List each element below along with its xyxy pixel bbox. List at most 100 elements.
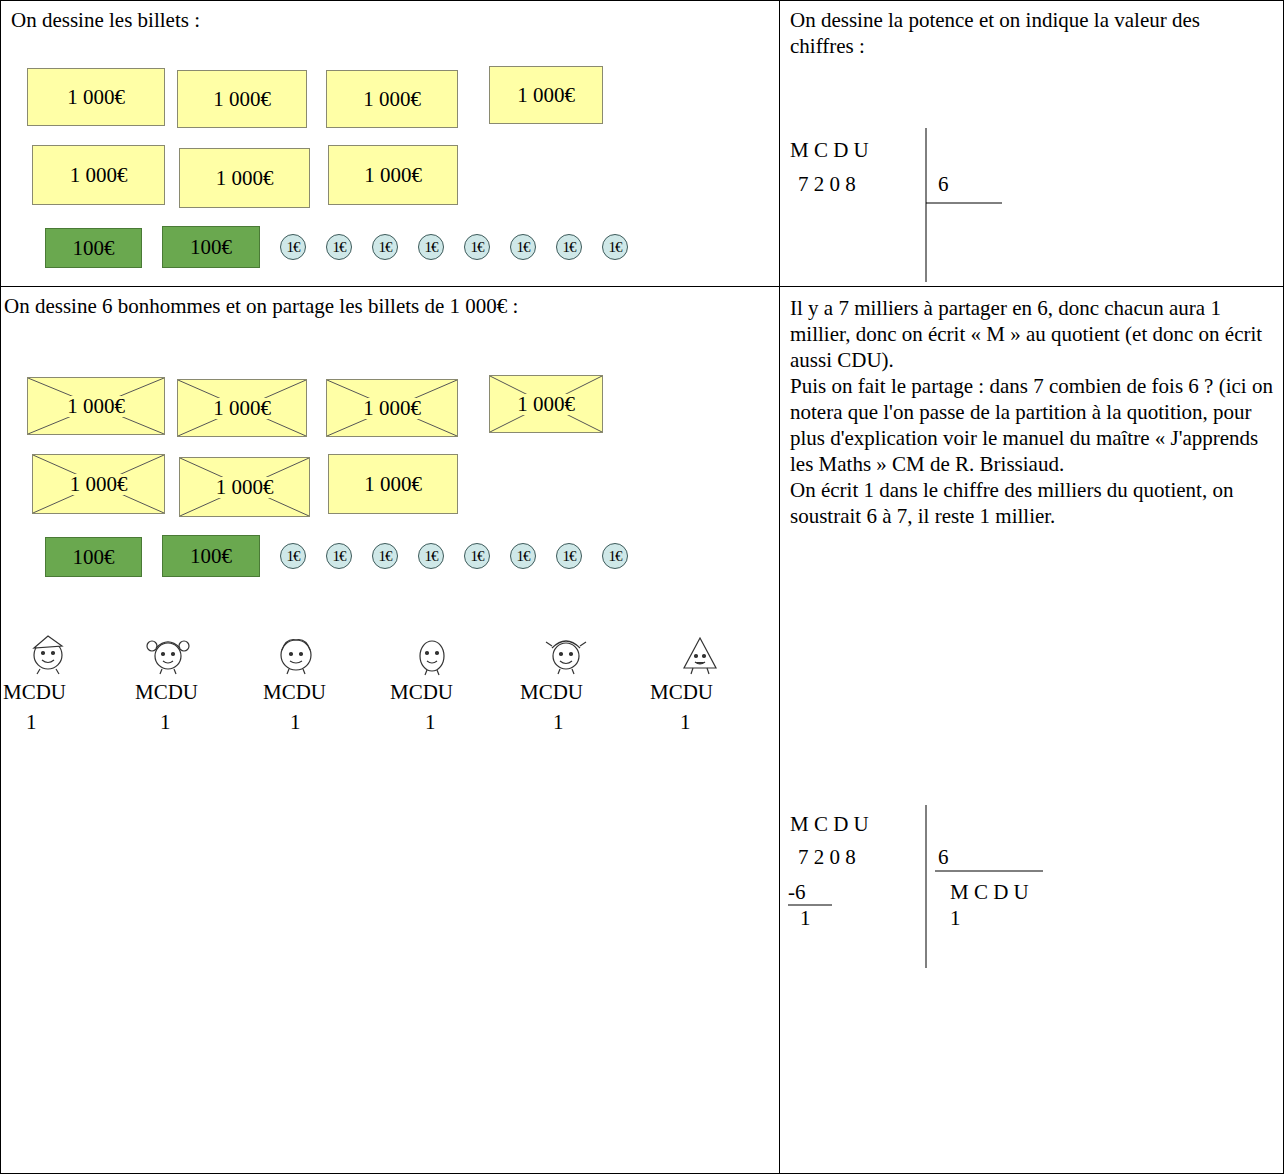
banknote-1000: 1 000€ — [326, 379, 458, 437]
coin: 1€ — [372, 234, 398, 260]
share-digit: 1 — [553, 710, 564, 734]
money-value: 1 000€ — [361, 89, 423, 110]
money-value: 1€ — [425, 240, 438, 255]
money-value: 1 000€ — [211, 398, 273, 419]
money-value: 100€ — [73, 547, 115, 568]
place-value-header: MCDU — [650, 680, 713, 704]
place-value-header: M C D U — [790, 812, 869, 836]
place-value-header: M C D U — [950, 880, 1029, 904]
banknote-100: 100€ — [45, 228, 142, 268]
cell-text-block: On dessine la potence et on indique la v… — [790, 7, 1260, 59]
money-value: 1€ — [425, 549, 438, 564]
money-value: 1€ — [333, 240, 346, 255]
banknote-1000: 1 000€ — [32, 145, 165, 205]
coin: 1€ — [280, 543, 306, 569]
share-digit: 1 — [26, 710, 37, 734]
banknote-1000: 1 000€ — [27, 377, 165, 435]
money-value: 100€ — [190, 237, 232, 258]
share-digit: 1 — [425, 710, 436, 734]
character-icon — [34, 636, 62, 674]
money-value: 1€ — [379, 240, 392, 255]
money-value: 1€ — [563, 549, 576, 564]
money-value: 1€ — [609, 240, 622, 255]
money-value: 1€ — [287, 240, 300, 255]
divisor: 6 — [938, 172, 949, 196]
cross-line — [180, 458, 309, 516]
money-value: 1 000€ — [65, 396, 127, 417]
coin: 1€ — [556, 234, 582, 260]
cross-line — [178, 380, 306, 436]
banknote-1000: 1 000€ — [32, 454, 165, 514]
money-value: 1 000€ — [68, 165, 130, 186]
banknote-1000: 1 000€ — [177, 70, 307, 128]
coin: 1€ — [418, 234, 444, 260]
money-value: 1€ — [517, 549, 530, 564]
coin: 1€ — [326, 543, 352, 569]
banknote-1000: 1 000€ — [489, 375, 603, 433]
quotient-digit: 1 — [950, 906, 961, 930]
cell-text-block: Il y a 7 milliers à partager en 6, donc … — [790, 295, 1278, 529]
place-value-header: MCDU — [263, 680, 326, 704]
cross-line — [490, 376, 602, 432]
coin: 1€ — [464, 234, 490, 260]
banknote-1000: 1 000€ — [27, 68, 165, 126]
place-value-header: MCDU — [390, 680, 453, 704]
money-value: 1€ — [563, 240, 576, 255]
divisor: 6 — [938, 845, 949, 869]
cross-line — [28, 378, 164, 434]
character-icon — [684, 638, 716, 674]
money-value: 100€ — [190, 546, 232, 567]
dividend: 7 2 0 8 — [798, 172, 856, 196]
banknote-1000: 1 000€ — [179, 148, 310, 208]
explanation-text: On dessine les billets : — [11, 7, 751, 33]
money-value: 1 000€ — [211, 89, 273, 110]
coin: 1€ — [326, 234, 352, 260]
money-value: 1 000€ — [214, 168, 276, 189]
money-value: 1 000€ — [214, 477, 276, 498]
money-value: 1 000€ — [361, 398, 423, 419]
money-value: 1 000€ — [65, 87, 127, 108]
table-cell: On dessine 6 bonhommes et on partage les… — [0, 286, 780, 1174]
money-value: 1€ — [517, 240, 530, 255]
money-value: 1€ — [609, 549, 622, 564]
cross-line — [33, 455, 164, 513]
coin: 1€ — [510, 543, 536, 569]
place-value-header: M C D U — [790, 138, 869, 162]
banknote-1000: 1 000€ — [326, 70, 458, 128]
money-value: 1 000€ — [68, 474, 130, 495]
explanation-text: Il y a 7 milliers à partager en 6, donc … — [790, 295, 1278, 373]
money-value: 1€ — [333, 549, 346, 564]
money-value: 1 000€ — [515, 85, 577, 106]
banknote-1000: 1 000€ — [328, 454, 458, 514]
money-value: 1€ — [471, 240, 484, 255]
cross-line — [28, 378, 164, 434]
banknote-1000: 1 000€ — [177, 379, 307, 437]
money-value: 1€ — [379, 549, 392, 564]
coin: 1€ — [510, 234, 536, 260]
character-icon — [147, 641, 189, 674]
banknote-1000: 1 000€ — [489, 66, 603, 124]
coin: 1€ — [602, 543, 628, 569]
money-value: 1€ — [287, 549, 300, 564]
banknote-100: 100€ — [162, 535, 260, 577]
character-icon — [546, 641, 586, 674]
money-value: 100€ — [73, 238, 115, 259]
share-digit: 1 — [160, 710, 171, 734]
subtraction: -6 — [788, 880, 806, 904]
cross-line — [180, 458, 309, 516]
coin: 1€ — [372, 543, 398, 569]
money-value: 1€ — [471, 549, 484, 564]
cross-line — [327, 380, 457, 436]
place-value-header: MCDU — [135, 680, 198, 704]
place-value-header: MCDU — [3, 680, 66, 704]
cross-line — [33, 455, 164, 513]
explanation-text: On écrit 1 dans le chiffre des milliers … — [790, 477, 1278, 529]
banknote-1000: 1 000€ — [179, 457, 310, 517]
character-icon — [281, 640, 311, 674]
remainder: 1 — [800, 906, 811, 930]
cross-line — [327, 380, 457, 436]
place-value-header: MCDU — [520, 680, 583, 704]
division-gallows — [788, 805, 1043, 968]
table-cell: On dessine les billets : 1 000€ 1 000€ 1 00… — [0, 0, 780, 287]
